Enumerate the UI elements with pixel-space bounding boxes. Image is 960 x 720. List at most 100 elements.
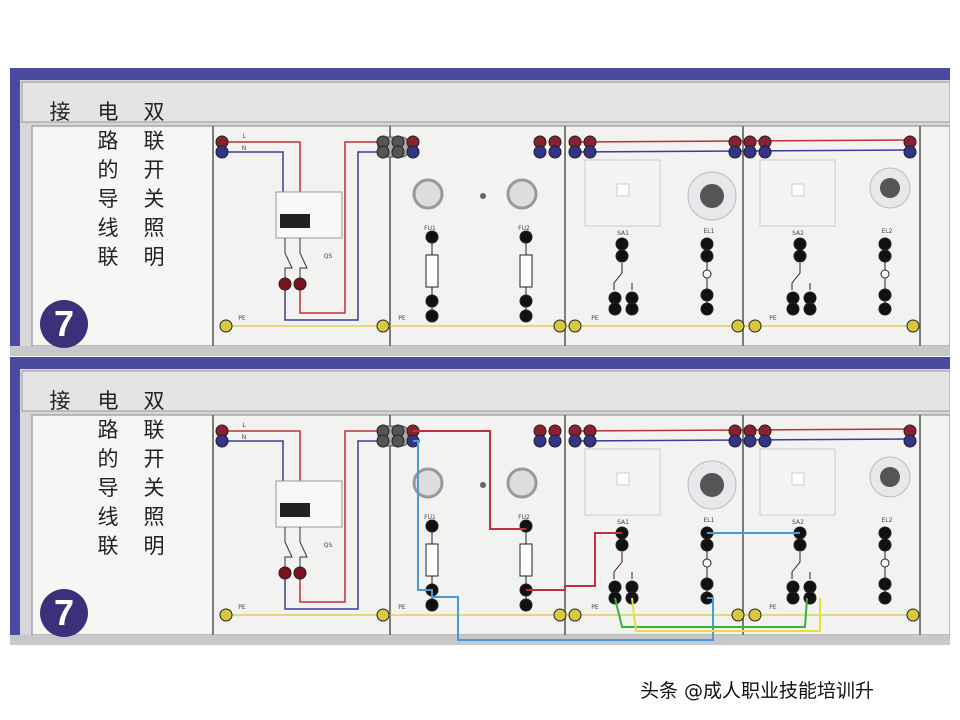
pe-jack xyxy=(219,319,233,333)
switch-symbol xyxy=(284,238,293,284)
live-wire xyxy=(222,141,301,192)
terminal-jack xyxy=(625,302,639,316)
neutral-wire xyxy=(284,151,380,321)
switch-symbol xyxy=(613,552,623,579)
bulb-filament xyxy=(880,467,900,487)
pe-jack xyxy=(731,319,745,333)
terminal-jack xyxy=(519,230,533,244)
lamp-symbol xyxy=(880,269,890,279)
jumper-wire-red xyxy=(526,532,622,591)
terminal-jack xyxy=(878,577,892,591)
board-title-text: 双联开关照明 xyxy=(143,389,165,558)
bulb-filament xyxy=(880,178,900,198)
terminal-jack xyxy=(548,145,562,159)
terminal-jack xyxy=(700,302,714,316)
pe-jack xyxy=(906,608,920,622)
breaker-label: QS xyxy=(324,253,333,260)
neutral-wire xyxy=(222,440,284,481)
pe-jack xyxy=(748,608,762,622)
neutral-label: N xyxy=(242,434,247,441)
switch-label: SA1 xyxy=(617,230,629,237)
frame-top-bar xyxy=(10,68,950,80)
terminal-jack xyxy=(793,538,807,552)
lamp-label: EL2 xyxy=(882,517,893,524)
pe-jack xyxy=(553,319,567,333)
terminal-jack xyxy=(728,145,742,159)
terminal-jack xyxy=(615,538,629,552)
lamp-holder xyxy=(506,178,538,210)
pe-jack xyxy=(219,608,233,622)
terminal-jack xyxy=(700,249,714,263)
switch-symbol xyxy=(791,263,801,290)
lamp-holder xyxy=(412,467,444,499)
terminal-jack xyxy=(608,302,622,316)
pe-label: PE xyxy=(398,315,406,322)
live-wire xyxy=(299,141,380,314)
terminal-jack xyxy=(700,577,714,591)
terminal-jack xyxy=(803,291,817,305)
lamp-label: EL1 xyxy=(704,517,715,524)
neutral-wire xyxy=(222,151,284,192)
frame-bottom xyxy=(10,346,950,356)
watermark: 头条 @成人职业技能培训升 xyxy=(640,680,875,702)
mount-screw xyxy=(480,193,486,199)
mounting-rail xyxy=(21,81,950,123)
terminal-jack xyxy=(406,145,420,159)
terminal-jack xyxy=(278,277,292,291)
pe-label: PE xyxy=(238,315,246,322)
lamp-label: EL1 xyxy=(704,228,715,235)
terminal-jack xyxy=(293,566,307,580)
terminal-jack xyxy=(568,145,582,159)
fuse-symbol xyxy=(425,254,439,288)
switch-symbol xyxy=(299,238,308,284)
terminal-jack xyxy=(878,591,892,605)
terminal-jack xyxy=(391,434,405,448)
terminal-jack xyxy=(533,434,547,448)
switch-symbol xyxy=(791,552,801,579)
fuse-label: FU1 xyxy=(424,225,436,232)
fuse-symbol xyxy=(519,543,533,577)
switch-rocker xyxy=(791,472,805,486)
pe-label: PE xyxy=(591,604,599,611)
jumper-wire-yellow xyxy=(631,597,821,632)
frame-left-bar xyxy=(10,80,20,356)
terminal-jack xyxy=(425,309,439,323)
lamp-symbol xyxy=(880,558,890,568)
terminal-jack xyxy=(608,580,622,594)
switch-symbol xyxy=(284,527,293,573)
mount-screw xyxy=(480,482,486,488)
bulb-filament xyxy=(700,184,724,208)
terminal-jack xyxy=(293,277,307,291)
live-label: L xyxy=(242,422,246,429)
terminal-jack xyxy=(878,526,892,540)
lamp-holder xyxy=(506,467,538,499)
terminal-jack xyxy=(425,519,439,533)
terminal-jack xyxy=(376,145,390,159)
lamp-symbol xyxy=(702,269,712,279)
terminal-jack xyxy=(743,434,757,448)
switch-label: SA1 xyxy=(617,519,629,526)
breaker-toggle xyxy=(280,214,310,228)
pe-jack xyxy=(553,608,567,622)
frame-top-bar xyxy=(10,357,950,369)
terminal-jack xyxy=(615,249,629,263)
live-label: L xyxy=(242,133,246,140)
terminal-jack xyxy=(425,294,439,308)
pe-label: PE xyxy=(769,604,777,611)
switch-rocker xyxy=(791,183,805,197)
fuse-label: FU1 xyxy=(424,514,436,521)
pe-jack xyxy=(906,319,920,333)
breaker-label: QS xyxy=(324,542,333,549)
switch-rocker xyxy=(616,183,630,197)
terminal-jack xyxy=(903,145,917,159)
switch-label: SA2 xyxy=(792,230,804,237)
board-title-text: 接 xyxy=(49,100,71,124)
terminal-jack xyxy=(786,580,800,594)
terminal-jack xyxy=(786,302,800,316)
switch-symbol xyxy=(299,527,308,573)
frame-left-bar xyxy=(10,369,20,645)
board-title-text: 电路的导线联 xyxy=(97,389,119,558)
terminal-jack xyxy=(583,145,597,159)
